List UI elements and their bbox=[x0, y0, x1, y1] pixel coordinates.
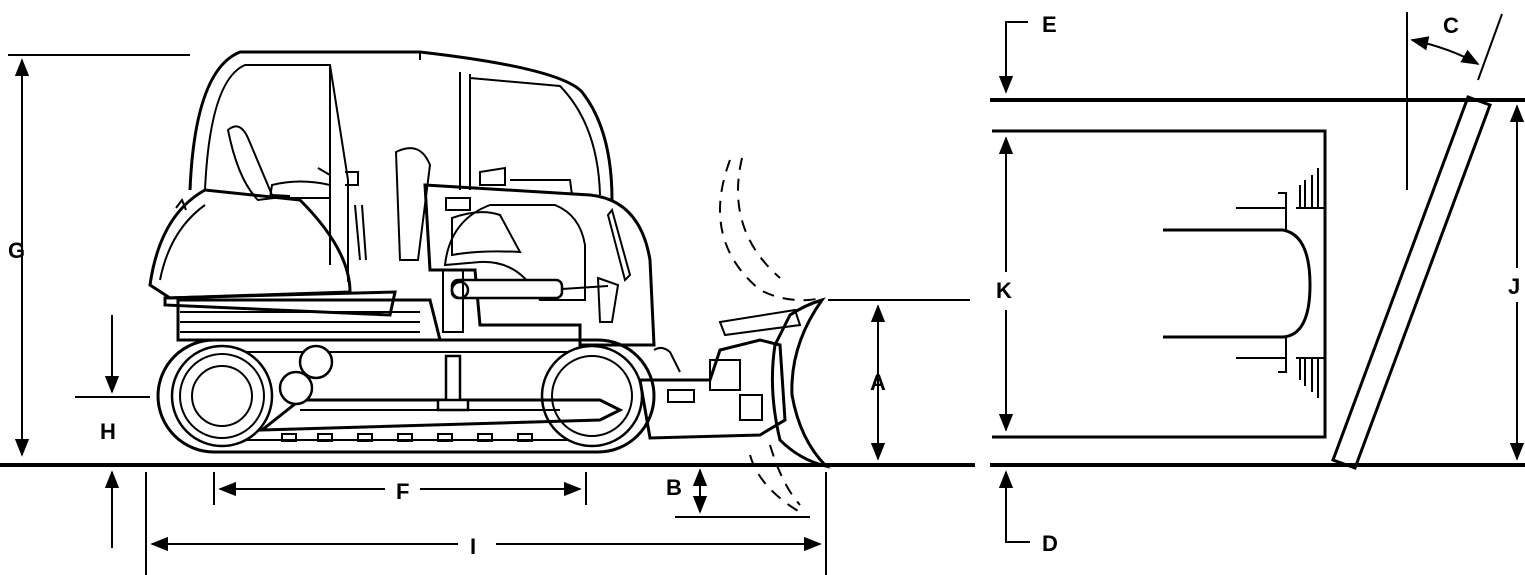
label-g: G bbox=[8, 238, 25, 263]
label-b: B bbox=[666, 475, 682, 500]
carrier-roller bbox=[298, 344, 334, 380]
idler-wheel bbox=[170, 344, 274, 448]
track-teeth-upper bbox=[1236, 168, 1325, 230]
operator-seat bbox=[226, 125, 291, 202]
label-k: K bbox=[996, 278, 1012, 303]
engine-hood bbox=[148, 188, 352, 300]
blade-lowered-outline bbox=[749, 454, 806, 516]
operator-cab bbox=[175, 50, 614, 282]
machine-outline-top bbox=[992, 129, 1327, 439]
label-f: F bbox=[396, 479, 409, 504]
label-i: I bbox=[470, 534, 476, 559]
machine-center-top bbox=[1163, 228, 1312, 339]
track-assembly bbox=[156, 338, 656, 454]
side-view bbox=[0, 50, 975, 575]
blade-raised-outline bbox=[719, 159, 823, 302]
sprocket-wheel bbox=[540, 344, 644, 448]
label-d: D bbox=[1042, 531, 1058, 556]
dozer-body bbox=[148, 166, 656, 347]
recoil-roller bbox=[278, 370, 314, 406]
cab-door bbox=[204, 64, 349, 282]
dimension-d-arrow bbox=[998, 470, 1030, 543]
track-teeth-lower bbox=[1236, 337, 1325, 398]
blade-arm bbox=[638, 338, 787, 440]
blade-face bbox=[770, 297, 831, 469]
track-shoes bbox=[281, 433, 533, 442]
label-h: H bbox=[100, 419, 116, 444]
dimension-c-arc bbox=[1410, 36, 1480, 65]
dimension-labels: A B C D E F G H I J K bbox=[8, 12, 1520, 559]
angled-blade-top bbox=[1331, 95, 1492, 470]
top-view bbox=[990, 12, 1525, 543]
cab-roof-frame bbox=[188, 50, 614, 201]
blade-angle-line bbox=[1477, 13, 1503, 81]
label-a: A bbox=[870, 370, 886, 395]
dimension-e-arrow bbox=[998, 21, 1028, 94]
dozer-blade bbox=[638, 157, 831, 516]
label-j: J bbox=[1508, 274, 1520, 299]
label-e: E bbox=[1042, 12, 1057, 37]
label-c: C bbox=[1443, 13, 1459, 38]
engine-compartment bbox=[423, 183, 656, 347]
